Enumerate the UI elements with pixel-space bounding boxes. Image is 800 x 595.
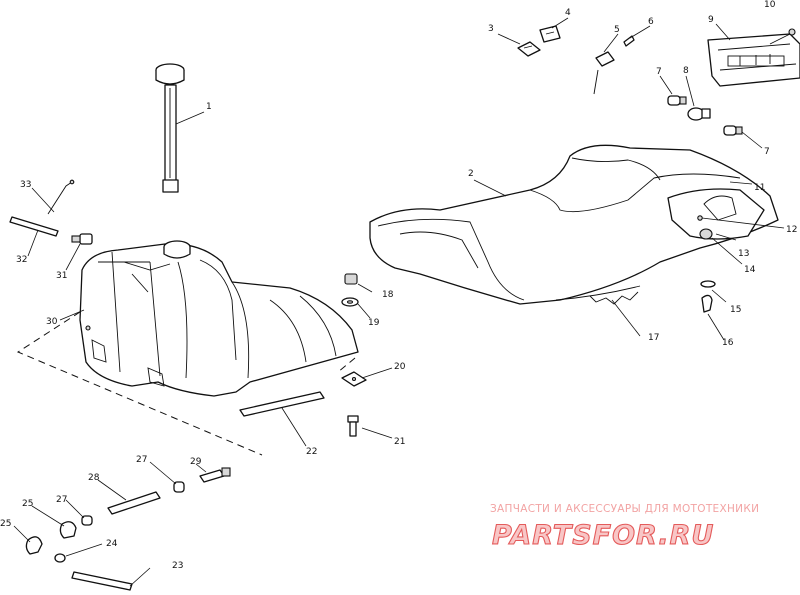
- callout-32: 32: [16, 255, 27, 265]
- hose-fitting-part-29[interactable]: [199, 467, 231, 483]
- callout-8: 8: [683, 66, 689, 76]
- clamp-part-25b[interactable]: [25, 536, 43, 555]
- strap-part-33[interactable]: [47, 179, 75, 215]
- callout-5: 5: [614, 25, 620, 35]
- callout-20: 20: [394, 362, 406, 372]
- callout-4: 4: [565, 8, 571, 18]
- nut-part-18[interactable]: [344, 273, 358, 285]
- callout-21: 21: [394, 437, 405, 447]
- clip-part-16[interactable]: [701, 294, 713, 313]
- bulb-part-8[interactable]: [687, 107, 711, 121]
- washer-part-15[interactable]: [700, 280, 716, 288]
- fitting-part-31[interactable]: [71, 233, 93, 245]
- callout-25b: 25: [0, 519, 11, 529]
- callout-7a: 7: [656, 67, 662, 77]
- fuel-tank-part-30[interactable]: [16, 240, 359, 456]
- fitting-part-27a[interactable]: [173, 481, 185, 493]
- callout-17: 17: [648, 333, 659, 343]
- callout-23: 23: [172, 561, 183, 571]
- watermark: ЗАПЧАСТИ И АКСЕССУАРЫ ДЛЯ МОТОТЕХНИКИ PA…: [490, 503, 759, 552]
- callout-6: 6: [648, 17, 654, 27]
- nut-part-14[interactable]: [699, 228, 713, 240]
- callout-29: 29: [190, 457, 202, 467]
- bracket-part-5[interactable]: [593, 51, 615, 95]
- callout-30: 30: [46, 317, 58, 327]
- washer-part-19[interactable]: [341, 297, 359, 307]
- callout-11: 11: [754, 183, 765, 193]
- bolt-part-21[interactable]: [347, 415, 359, 437]
- plate-part-4[interactable]: [539, 25, 561, 43]
- callout-19: 19: [368, 318, 380, 328]
- callout-28: 28: [88, 473, 100, 483]
- callout-labels: 1 2 3 4 5 6 7 7 8 9 10 11 12 13 14 15 16…: [0, 0, 797, 571]
- callout-14: 14: [744, 265, 756, 275]
- callout-16: 16: [722, 338, 734, 348]
- watermark-tagline: ЗАПЧАСТИ И АКСЕССУАРЫ ДЛЯ МОТОТЕХНИКИ: [490, 503, 759, 515]
- callout-24: 24: [106, 539, 118, 549]
- callout-15: 15: [730, 305, 741, 315]
- callout-31: 31: [56, 271, 67, 281]
- callout-3: 3: [488, 24, 494, 34]
- callout-10: 10: [764, 0, 776, 10]
- callout-12: 12: [786, 225, 797, 235]
- fitting-part-27b[interactable]: [81, 515, 93, 526]
- rod-part-32[interactable]: [9, 216, 59, 237]
- callout-27a: 27: [136, 455, 147, 465]
- clamp-part-25a[interactable]: [59, 521, 77, 539]
- callout-33: 33: [20, 180, 31, 190]
- plate-part-3[interactable]: [517, 41, 541, 57]
- seat-part-2[interactable]: [369, 144, 779, 305]
- callout-1: 1: [206, 102, 212, 112]
- watermark-logo: PARTSFOR.RU: [492, 520, 714, 551]
- screw-part-6[interactable]: [623, 35, 635, 47]
- callout-13: 13: [738, 249, 749, 259]
- screw-part-10[interactable]: [769, 28, 796, 45]
- leader-lines: [13, 17, 785, 587]
- taillight-part-9[interactable]: [707, 33, 800, 87]
- callout-27b: 27: [56, 495, 67, 505]
- cap-part-24[interactable]: [54, 553, 66, 563]
- callout-18: 18: [382, 290, 394, 300]
- callout-7b: 7: [764, 147, 770, 157]
- hose-part-28[interactable]: [107, 491, 161, 515]
- callout-25a: 25: [22, 499, 33, 509]
- bulb-part-7a[interactable]: [667, 95, 687, 106]
- callout-22: 22: [306, 447, 317, 457]
- strip-part-22[interactable]: [239, 391, 325, 417]
- callout-2: 2: [468, 169, 474, 179]
- fuel-sender-part-1[interactable]: [155, 63, 185, 193]
- hose-part-23[interactable]: [71, 571, 133, 591]
- plate-part-20[interactable]: [341, 371, 367, 387]
- bulb-part-7b[interactable]: [723, 125, 743, 136]
- callout-9: 9: [708, 15, 714, 25]
